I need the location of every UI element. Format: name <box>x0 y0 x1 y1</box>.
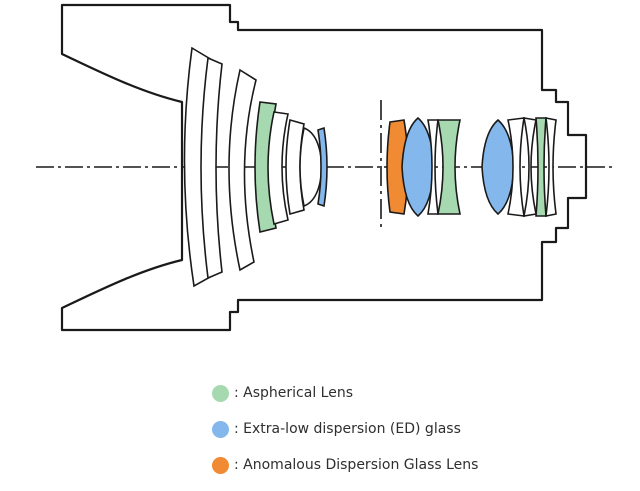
lens-barrel-outline <box>60 3 588 332</box>
rear-group-lens-5 <box>545 116 557 218</box>
anomalous-color-swatch <box>212 456 229 474</box>
ed-lens-rear <box>481 118 515 216</box>
front-meniscus-lens-3 <box>228 68 257 272</box>
ed-lens-front <box>317 126 328 208</box>
legend-item-ed: : Extra-low dispersion (ED) glass <box>212 419 478 439</box>
lens-cross-section-diagram <box>36 3 614 332</box>
legend-item-aspherical: : Aspherical Lens <box>212 383 478 403</box>
front-meniscus-lens-2 <box>200 56 223 280</box>
legend-label-ed: : Extra-low dispersion (ED) glass <box>234 421 461 437</box>
legend-label-aspherical: : Aspherical Lens <box>234 385 354 401</box>
front-group-lens-6 <box>299 126 323 208</box>
aspherical-color-swatch <box>212 384 229 402</box>
legend-item-anomalous: : Anomalous Dispersion Glass Lens <box>212 455 478 475</box>
aspherical-lens-middle <box>437 119 461 215</box>
ed-color-swatch <box>212 420 229 438</box>
front-group-lens-4 <box>267 111 289 226</box>
aspherical-lens-rear <box>535 117 547 217</box>
legend: : Aspherical Lens : Extra-low dispersion… <box>212 383 478 491</box>
legend-label-anomalous: : Anomalous Dispersion Glass Lens <box>234 457 479 473</box>
